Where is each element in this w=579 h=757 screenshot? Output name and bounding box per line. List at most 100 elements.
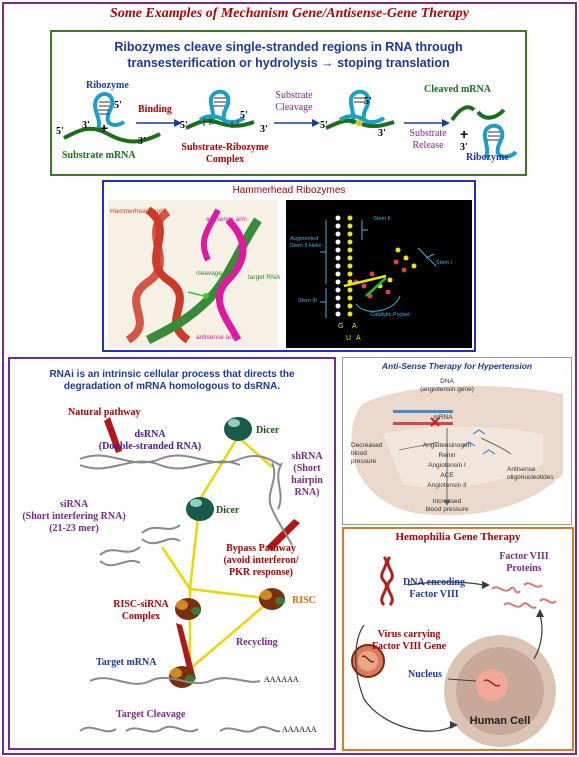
substrate-mrna-free-graphic [63,126,161,144]
dsrna-label-line2: (Double-stranded RNA) [98,441,202,452]
factor-proteins-line2: Proteins [506,563,542,574]
stem2-label: Stem II [373,216,391,222]
antisense-panel: Anti-Sense Therapy for Hypertension DNA … [342,357,572,525]
sirna-label-line2: (Short interfering RNA) [22,511,126,522]
antisense-dna-line2: (angiotensin gene) [420,386,474,393]
bypass-label-line1: Bypass Pathway [226,543,296,554]
angiotensin2-label: Angiotensin II [427,482,467,489]
cleaved-mrna-polya: AAAAAA [282,725,317,734]
antisense-arm-top-label: antisense arm [206,216,247,223]
binding-label: Binding [138,104,172,115]
decreased-bp-line3: pressure [351,458,377,465]
cleaved-five-prime-2: 5' [364,96,372,107]
released-ribozyme-label: Ribozyme [466,152,509,163]
bypass-label-line2: (avoid interferon/ [223,555,299,566]
bypass-label-line3: PKR response) [229,567,293,578]
antisense-oligo-line1: Antisense [507,466,536,473]
virus-label-line1: Virus carrying [377,629,441,640]
shrna-label-line3: hairpin [291,475,323,486]
ace-label: ACE [440,472,454,479]
complex-label-line1: Substrate-Ribozyme [181,142,269,153]
antisense-arm-bottom-label: antisense arm [196,334,237,341]
risc-sirna-label-line1: RISC-siRNA [113,599,169,610]
svg-text:U: U [346,335,351,342]
virus-label-line2: Factor VIII Gene [371,641,447,652]
increased-bp-line1: Increased [432,498,462,505]
released-three-prime: 3' [460,142,468,153]
target-mrna-polya: AAAAAA [264,675,299,684]
page-title: Some Examples of Mechanism Gene/Antisens… [110,6,469,21]
hammerhead-motif-label: Hammerhead motif [110,208,166,215]
svg-text:A: A [352,323,357,330]
svg-text:G: G [338,323,343,330]
shrna-label-line4: RNA) [294,487,320,498]
substrate-release-line1: Substrate [409,128,447,139]
ribozyme-heading-line2: transesterification or hydrolysis → stop… [127,56,450,70]
antisense-mrna-label: mRNA [433,414,453,421]
cleaved-five-prime: 5' [320,120,328,131]
factor-proteins-line1: Factor VIII [499,551,549,562]
catalytic-pocket-label: Catalytic Pocket [370,312,410,318]
increased-bp-line2: blood pressure [425,506,469,513]
rnai-heading-line2: degradation of mRNA homologous to dsRNA. [63,381,281,392]
stem3-label: Stem III [298,298,317,304]
decreased-bp-line2: blood [351,450,367,457]
release-arrow [404,119,450,127]
hemophilia-dna-line2: Factor VIII [409,589,459,600]
antisense-dna-line1: DNA [440,378,454,385]
target-cleavage-label: Target Cleavage [116,709,186,720]
renin-label: Renin [438,452,456,459]
recycling-label: Recycling [236,637,278,648]
dsrna-label-line1: dsRNA [134,429,166,440]
hemophilia-illustration [351,555,557,747]
substrate-mrna-label: Substrate mRNA [62,150,136,161]
hammerhead-secondary-structure: G A U A Stem II Augmented Stem II Helix … [286,200,472,348]
nucleus-label: Nucleus [408,669,442,680]
liver-illustration [351,385,563,516]
cleavage-site-label: cleavage site [196,270,234,277]
ribozyme-mechanism-panel: Ribozymes cleave single-stranded regions… [50,30,527,176]
complex-five-prime-2: 5' [240,110,248,121]
target-mrna-label: Target mRNA [96,657,157,668]
substrate-release-line2: Release [412,140,444,151]
substrate-three-prime: 3' [138,136,146,147]
antisense-title: Anti-Sense Therapy for Hypertension [381,361,533,371]
complex-five-prime: 5' [180,120,188,131]
binding-arrow [136,119,182,127]
substrate-cleavage-line1: Substrate [275,90,313,101]
shrna-label-line1: shRNA [291,451,323,462]
cleaved-mrna-label: Cleaved mRNA [424,84,491,95]
hammerhead-panel: Hammerhead Ribozymes Hammerhead motif an… [102,180,476,352]
angiotensinogen-label: Angiotensinogen [422,442,472,449]
plus-sign: + [100,120,109,136]
rnai-pathway-graphic [79,417,300,733]
stem1-label: Stem I [436,260,452,266]
hemophilia-title: Hemophilia Gene Therapy [395,531,521,543]
sirna-label-line3: (21-23 mer) [49,523,99,534]
hemophilia-panel: Hemophilia Gene Therapy DNA encoding Fac… [342,527,574,751]
hemophilia-dna-line1: DNA encoding [403,577,465,588]
target-rna-label: target RNA [248,274,281,281]
risc-label: RISC [292,595,316,606]
dicer-label-1: Dicer [256,425,280,436]
complex-three-prime: 3' [260,124,268,135]
decreased-bp-line1: Decreased [351,442,383,449]
complex-label-line2: Complex [205,154,245,165]
rnai-panel: RNAi is an intrinsic cellular process th… [8,357,336,750]
sirna-label-line1: siRNA [59,499,89,510]
augmented-stem-label: Augmented Stem II Helix [290,236,322,249]
cleavage-arrow [274,119,320,127]
hammerhead-3d-illustration: Hammerhead motif antisense arm cleavage … [108,200,281,348]
antisense-oligo-line2: oligonucleotides [507,474,554,481]
substrate-five-prime: 5' [56,126,64,137]
human-cell-label: Human Cell [469,715,531,727]
hammerhead-title: Hammerhead Ribozymes [232,185,346,196]
ribozyme-five-prime: 5' [114,100,122,111]
risc-sirna-label-line2: Complex [121,611,161,622]
ribozyme-label: Ribozyme [86,80,129,91]
rnai-heading-line1: RNAi is an intrinsic cellular process th… [49,369,295,380]
angiotensin1-label: Angiotensin I [428,462,466,469]
svg-text:A: A [356,335,361,342]
substrate-cleavage-line2: Cleavage [275,102,313,113]
